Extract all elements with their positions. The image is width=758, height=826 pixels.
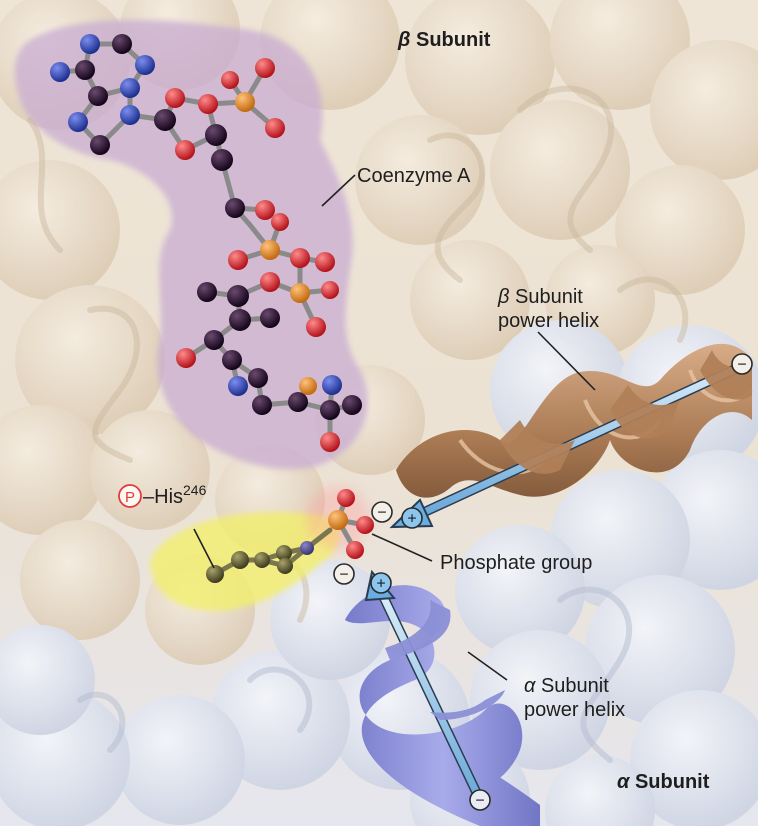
circled-plus-icon: + [401,507,423,529]
alpha-helix-leader [467,651,508,681]
alpha-backbone-ribbons [77,586,633,763]
circled-plus-icon: + [370,572,392,594]
beta-power-helix-label-line2: power helix [498,310,599,332]
phosphate-leader [371,533,433,562]
beta-power-helix-label: β Subunit [497,286,583,308]
alpha-power-helix-label-line2: power helix [524,699,625,721]
circled-minus-icon: − [469,789,491,811]
leader-lines [193,174,596,681]
circled-minus-icon: − [731,353,753,375]
circled-p-icon: P [118,484,142,508]
beta-helix-negative-charge: − [737,357,746,374]
circled-minus-icon: − [371,501,393,523]
coenzyme-a-leader [321,174,356,207]
alpha-power-helix-label: α Subunit [524,675,609,697]
beta-subunit-label: β Subunit [397,29,491,51]
histidine-leader [193,528,215,569]
histidine-246-atoms [206,541,314,583]
alpha-power-helix [345,585,540,826]
phosphate-group-label: Phosphate group [440,552,592,574]
alpha-helix-front-turns [385,600,505,720]
alpha-helix-negative-charge: − [475,793,484,810]
alpha-subunit-label: α Subunit [617,771,710,793]
beta-helix-front-turns [500,350,752,474]
phospho-p-symbol: P [125,489,135,506]
phosphate-negative-charge-lower: − [339,567,348,584]
phosphate-group [328,489,374,559]
beta-helix-positive-charge: + [407,511,416,528]
phosphate-negative-charge-upper: − [377,505,386,522]
coenzyme-a-atoms [50,34,362,452]
circled-minus-icon: − [333,563,355,585]
beta-helix-leader [537,331,596,391]
backbone-ribbons [27,85,689,623]
coenzyme-a-label: Coenzyme A [357,165,471,187]
alpha-helix-positive-charge: + [376,576,385,593]
